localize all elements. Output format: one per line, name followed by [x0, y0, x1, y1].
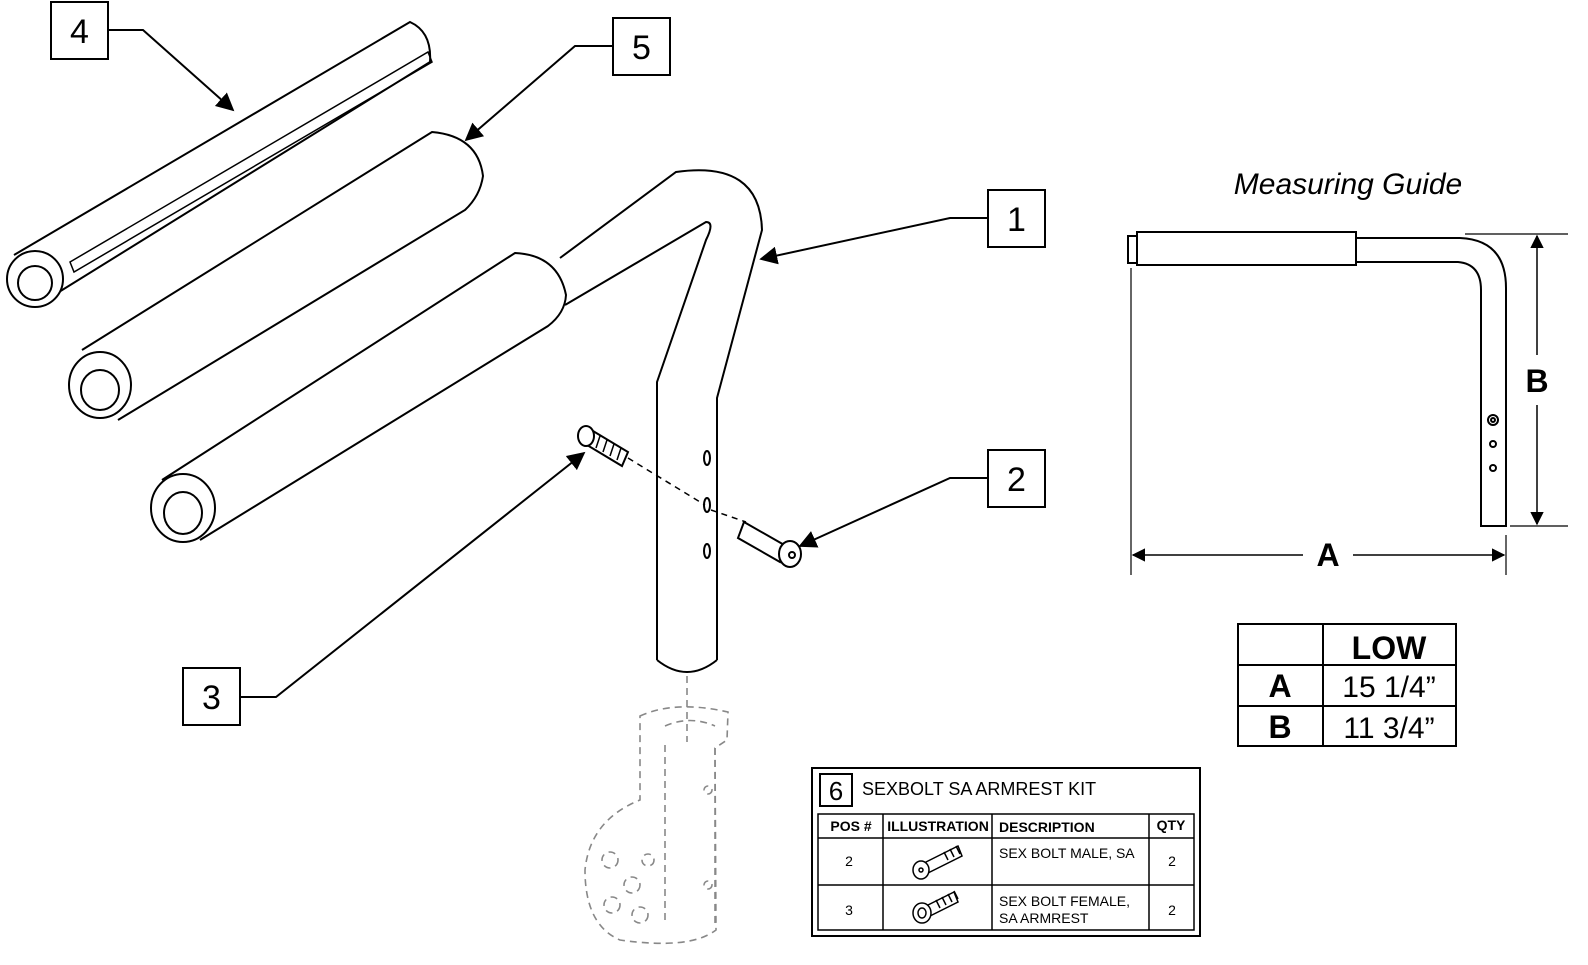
- callout-2-label: 2: [1007, 461, 1026, 499]
- kit-number: 6: [829, 776, 843, 806]
- callout-1: 1: [759, 189, 1046, 265]
- kit-title: SEXBOLT SA ARMREST KIT: [862, 779, 1096, 799]
- measurement-table: LOW A 15 1/4” B 11 3/4”: [1237, 623, 1457, 747]
- callout-1-label: 1: [1007, 201, 1026, 239]
- measurement-row-a-value: 15 1/4”: [1342, 671, 1435, 704]
- kit-row-2-description-line-2: SA ARMREST: [999, 910, 1089, 926]
- part-2-male-bolt: [710, 509, 802, 568]
- dimension-b-label: B: [1525, 363, 1548, 399]
- kit-grid: [817, 813, 1195, 931]
- callout-3-label: 3: [202, 679, 221, 717]
- armrest-receiver-phantom: [584, 676, 729, 945]
- kit-row-2-qty: 2: [1168, 902, 1176, 918]
- callout-3: 3: [182, 451, 586, 726]
- kit-table: 6 SEXBOLT SA ARMREST KIT POS # ILLUSTRAT…: [811, 767, 1201, 937]
- measuring-guide-armrest: [1127, 231, 1507, 527]
- callout-4-label: 4: [70, 13, 89, 51]
- male-bolt-icon: [912, 844, 963, 880]
- measuring-guide: Measuring Guide A B: [1127, 168, 1568, 575]
- kit-col-description: DESCRIPTION: [999, 819, 1095, 835]
- callout-4: 4: [50, 1, 235, 112]
- kit-row-1-qty: 2: [1168, 853, 1176, 869]
- measuring-guide-title: Measuring Guide: [1234, 168, 1462, 201]
- kit-row-1-pos: 2: [845, 853, 853, 869]
- kit-col-qty: QTY: [1157, 817, 1186, 833]
- kit-row-1-description: SEX BOLT MALE, SA: [999, 845, 1135, 861]
- kit-row-2-description-line-1: SEX BOLT FEMALE,: [999, 893, 1130, 909]
- kit-col-illustration: ILLUSTRATION: [887, 818, 989, 834]
- part-1-armrest-tube: [559, 169, 764, 673]
- measurement-row-b-value: 11 3/4”: [1343, 712, 1434, 745]
- dimension-b: B: [1465, 233, 1568, 527]
- female-bolt-icon: [912, 890, 959, 924]
- measurement-row-a-label: A: [1268, 668, 1291, 704]
- callout-5: 5: [464, 17, 671, 142]
- armrest-foam-grip: [150, 251, 568, 543]
- part-5-foam-grip: [68, 130, 485, 421]
- dimension-a-label: A: [1316, 537, 1339, 573]
- dimension-a: A: [1130, 268, 1507, 575]
- kit-row-2-pos: 3: [845, 902, 853, 918]
- part-4-tube-sleeve: [6, 20, 433, 308]
- kit-col-pos: POS #: [830, 818, 871, 834]
- callout-5-label: 5: [632, 29, 651, 67]
- measurement-row-b-label: B: [1268, 709, 1291, 745]
- callout-2: 2: [798, 449, 1046, 548]
- measurement-table-header: LOW: [1352, 630, 1427, 666]
- part-3-female-bolt: [577, 425, 706, 506]
